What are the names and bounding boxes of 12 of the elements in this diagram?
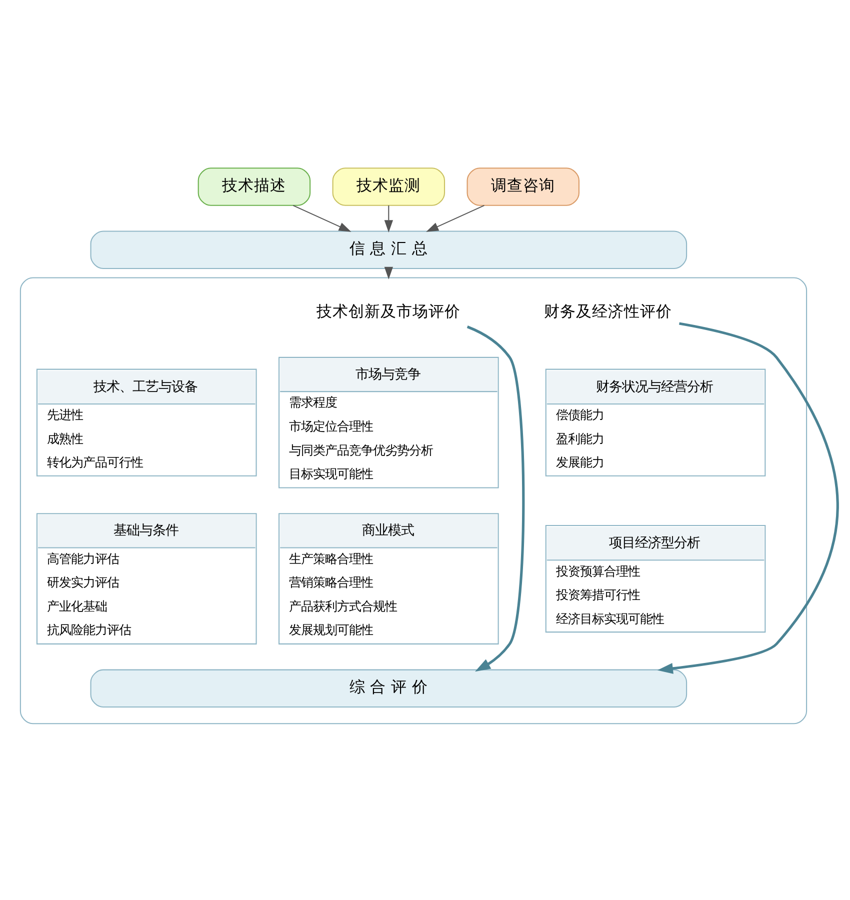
arrow bbox=[426, 204, 484, 232]
node-text: 技术创新及市场评价 bbox=[316, 302, 461, 321]
arrow bbox=[384, 205, 394, 233]
arrow bbox=[292, 204, 352, 232]
node-text: 财务及经济性评价 bbox=[544, 302, 672, 321]
node-box: 技术监测 bbox=[332, 168, 446, 206]
arrow bbox=[657, 322, 839, 674]
cluster bbox=[20, 277, 808, 724]
node-box: 调查咨询 bbox=[466, 168, 580, 206]
node-box: 技术描述 bbox=[198, 168, 311, 206]
arrow bbox=[466, 326, 525, 672]
node-box: 综 合 评 价 bbox=[90, 669, 688, 708]
